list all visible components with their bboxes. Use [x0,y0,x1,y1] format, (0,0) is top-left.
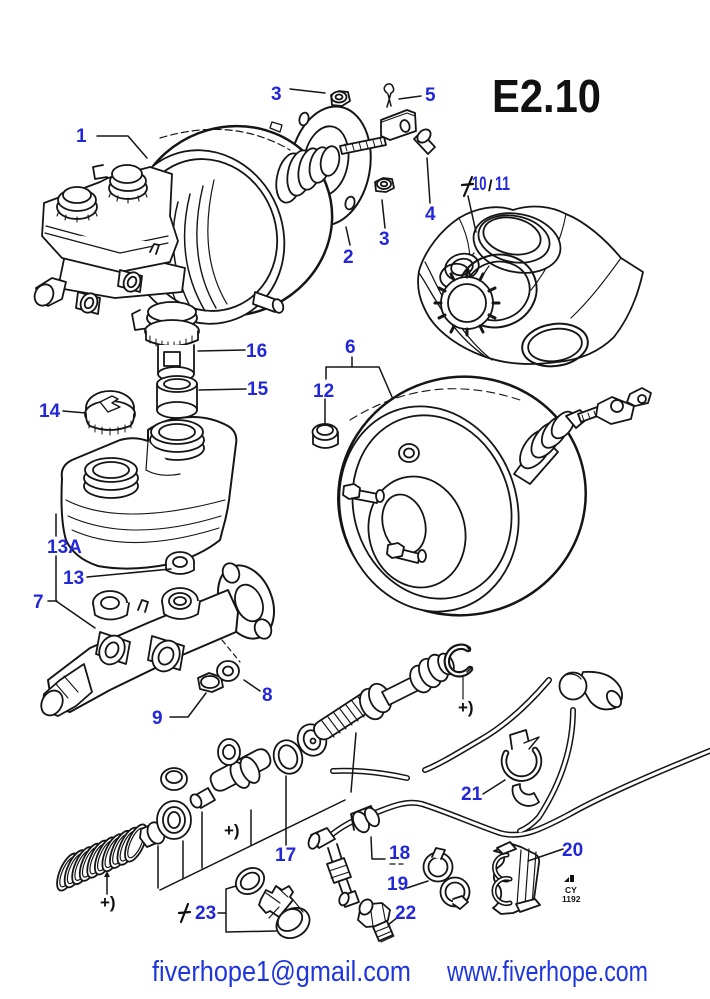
svg-text:E2.10: E2.10 [492,70,601,122]
svg-text:www.fiverhope.com: www.fiverhope.com [446,956,648,988]
svg-text:10: 10 [472,174,487,195]
svg-text:CY: CY [565,885,577,895]
svg-text:+): +) [224,821,240,840]
svg-text:+): +) [458,698,474,717]
svg-text:17: 17 [275,845,296,866]
svg-text:16: 16 [246,341,267,362]
svg-text:4: 4 [425,204,436,225]
svg-text:13A: 13A [47,537,82,558]
svg-text:13: 13 [63,568,84,589]
svg-text:6: 6 [345,337,356,358]
svg-text:2: 2 [343,247,354,268]
svg-text:18: 18 [389,843,410,864]
svg-text:12: 12 [313,381,334,402]
svg-text:/: / [488,178,493,195]
svg-text:5: 5 [425,85,436,106]
svg-text:fiverhope1@gmail.com: fiverhope1@gmail.com [152,956,411,988]
svg-text:3: 3 [379,229,390,250]
svg-text:11: 11 [495,174,510,195]
svg-text:8: 8 [262,685,273,706]
svg-text:20: 20 [562,840,583,861]
svg-text:1192: 1192 [562,894,581,904]
svg-text:1: 1 [76,126,87,147]
svg-text:23: 23 [195,903,216,924]
svg-text:15: 15 [247,379,269,400]
svg-text:22: 22 [395,903,416,924]
svg-text:14: 14 [39,401,61,422]
svg-text:+): +) [100,893,116,912]
svg-text:9: 9 [152,708,163,729]
svg-text:7: 7 [33,592,44,613]
svg-text:21: 21 [461,784,483,805]
svg-text:3: 3 [271,84,282,105]
svg-text:19: 19 [387,874,408,895]
